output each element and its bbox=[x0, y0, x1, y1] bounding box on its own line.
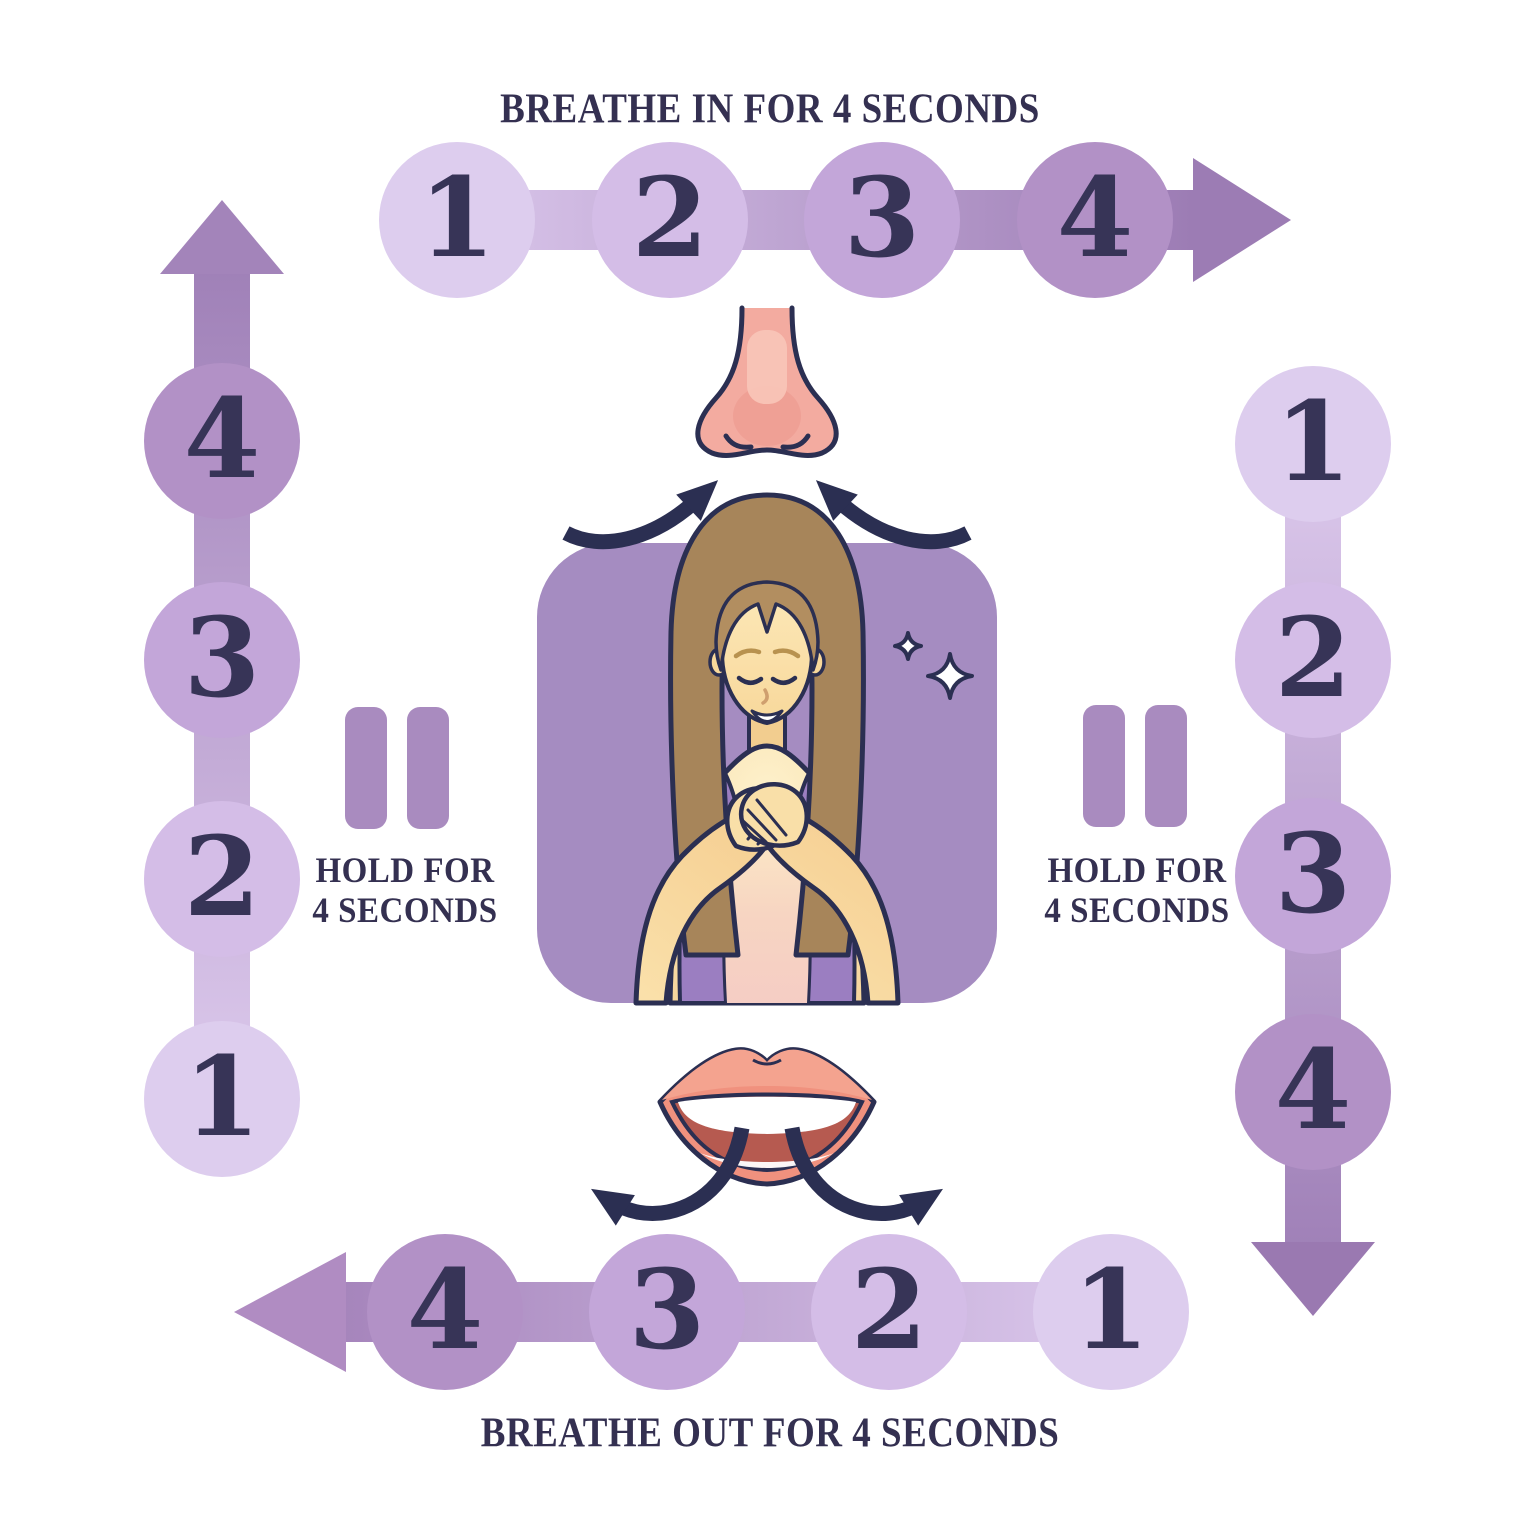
lips-illustration bbox=[657, 1047, 877, 1187]
arrow-left-icon bbox=[234, 1252, 346, 1372]
hold-left-label: HOLD FOR 4 SECONDS bbox=[312, 851, 498, 931]
breathe-in-step-2: 2 bbox=[592, 142, 748, 298]
arrow-down-icon bbox=[1251, 1242, 1375, 1316]
breathe-in-step-1: 1 bbox=[379, 142, 535, 298]
arrow-up-icon bbox=[160, 200, 284, 274]
pause-icon bbox=[1083, 705, 1187, 827]
pause-bar bbox=[345, 707, 387, 829]
pause-bar bbox=[1083, 705, 1125, 827]
pause-bar bbox=[407, 707, 449, 829]
nose-illustration bbox=[695, 305, 839, 458]
hold-right-label: HOLD FOR 4 SECONDS bbox=[1044, 851, 1230, 931]
breathe-in-step-3: 3 bbox=[804, 142, 960, 298]
exhale-arrow-left bbox=[591, 1126, 750, 1226]
hold-left-step-1: 1 bbox=[144, 1021, 300, 1177]
breathe-out-step-1: 1 bbox=[1033, 1234, 1189, 1390]
inhale-arrow-left bbox=[562, 480, 719, 550]
breathe-out-title: BREATHE OUT FOR 4 SECONDS bbox=[480, 1410, 1060, 1457]
breathe-in-title: BREATHE IN FOR 4 SECONDS bbox=[500, 86, 1040, 133]
hold-left-step-2: 2 bbox=[144, 801, 300, 957]
arrow-right-icon bbox=[1193, 158, 1291, 282]
pause-bar bbox=[1145, 705, 1187, 827]
hold-left-step-4: 4 bbox=[144, 363, 300, 519]
center-illustration bbox=[537, 305, 997, 1226]
breathe-out-step-3: 3 bbox=[589, 1234, 745, 1390]
meditating-woman-illustration bbox=[633, 492, 901, 1006]
breathe-out-step-4: 4 bbox=[367, 1234, 523, 1390]
inhale-arrow-right bbox=[815, 480, 972, 550]
pause-icon bbox=[345, 707, 449, 829]
hold-left-step-3: 3 bbox=[144, 582, 300, 738]
breathe-in-step-4: 4 bbox=[1017, 142, 1173, 298]
hold-right-step-4: 4 bbox=[1235, 1014, 1391, 1170]
sparkles-icon bbox=[893, 631, 974, 700]
hold-right-step-1: 1 bbox=[1235, 366, 1391, 522]
hold-right-step-2: 2 bbox=[1235, 582, 1391, 738]
breathe-out-step-2: 2 bbox=[811, 1234, 967, 1390]
hold-right-step-3: 3 bbox=[1235, 798, 1391, 954]
exhale-arrow-right bbox=[784, 1126, 943, 1226]
